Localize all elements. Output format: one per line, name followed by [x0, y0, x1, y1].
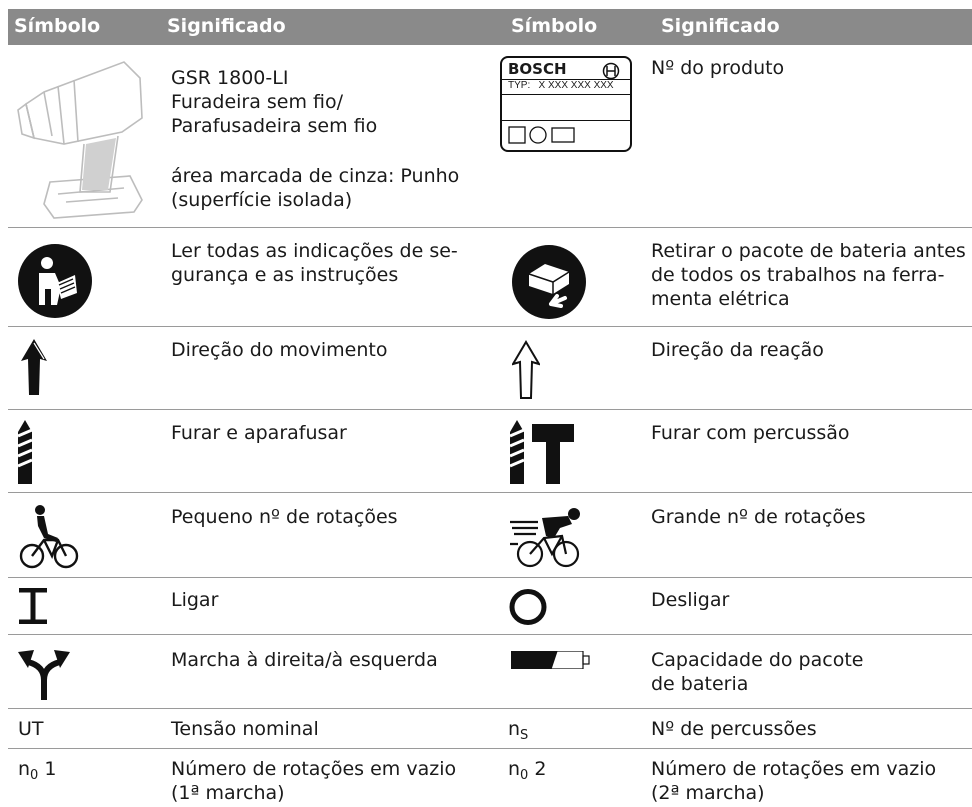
- remove-battery-icon: [512, 245, 586, 319]
- cell-meaning: Direção do movimento: [171, 339, 388, 361]
- cell-symbol: UT: [18, 718, 44, 740]
- cell-meaning: Furar com percussão: [651, 422, 850, 444]
- cell-meaning: Capacidade do pacote: [651, 649, 864, 671]
- row-divider: [8, 634, 972, 635]
- cell-meaning: Furar e aparafusar: [171, 422, 347, 444]
- cell-meaning: Marcha à direita/à esquerda: [171, 649, 438, 671]
- cell-meaning: Ligar: [171, 589, 219, 611]
- cell-meaning: Tensão nominal: [171, 718, 319, 740]
- cell-meaning: Grande nº de rotações: [651, 506, 866, 528]
- cell-meaning: Furadeira sem fio/: [171, 91, 344, 113]
- cell-meaning: (superfície isolada): [171, 189, 353, 211]
- row-divider: [8, 409, 972, 410]
- cell-meaning: Nº do produto: [651, 57, 785, 79]
- drill-bit-icon: [17, 420, 33, 484]
- row-divider: [8, 492, 972, 493]
- cell-meaning: Número de rotações em vazio: [171, 758, 457, 780]
- cell-meaning: área marcada de cinza: Punho: [171, 165, 460, 187]
- label-marks-icon: [508, 126, 575, 144]
- filled-arrow-icon: [21, 339, 47, 395]
- label-brand: BOSCH: [508, 60, 567, 78]
- header-symbol-2: Símbolo: [511, 15, 598, 37]
- on-symbol-icon: [19, 588, 47, 624]
- cell-symbol: n0 1: [18, 758, 57, 783]
- off-symbol-icon: [509, 589, 547, 625]
- cell-meaning: (1ª marcha): [171, 782, 285, 804]
- rotation-direction-icon: [18, 650, 70, 700]
- row-divider: [8, 748, 972, 749]
- fast-cyclist-icon: [510, 508, 580, 568]
- cell-meaning: menta elétrica: [651, 288, 790, 310]
- row-divider: [8, 708, 972, 709]
- cell-meaning: Pequeno nº de rotações: [171, 506, 398, 528]
- label-typ: TYP: X XXX XXX XXX: [508, 80, 614, 91]
- slow-cyclist-icon: [19, 505, 79, 569]
- battery-level-icon: [511, 651, 590, 669]
- cell-meaning: Retirar o pacote de bateria antes: [651, 240, 966, 262]
- cell-meaning: Nº de percussões: [651, 718, 817, 740]
- row-divider: [8, 577, 972, 578]
- cell-symbol: nS: [508, 718, 529, 743]
- cell-symbol: n0 2: [508, 758, 547, 783]
- product-label-icon: BOSCH TYP: X XXX XXX XXX: [500, 56, 632, 152]
- cell-meaning: Direção da reação: [651, 339, 824, 361]
- cell-meaning: Desligar: [651, 589, 730, 611]
- header-meaning-1: Significado: [167, 15, 286, 37]
- header-meaning-2: Significado: [661, 15, 780, 37]
- cell-meaning: Parafusadeira sem fio: [171, 115, 378, 137]
- row-divider: [8, 227, 972, 228]
- drill-bit-hammer-icon: [509, 420, 574, 484]
- cell-meaning: de todos os trabalhos na ferra-: [651, 264, 945, 286]
- cell-meaning: gurança e as instruções: [171, 264, 399, 286]
- drill-image: [17, 61, 143, 219]
- bosch-logo-icon: [602, 62, 620, 80]
- table-header: Símbolo Significado Símbolo Significado: [8, 9, 972, 45]
- cell-meaning: Número de rotações em vazio: [651, 758, 937, 780]
- header-symbol-1: Símbolo: [14, 15, 101, 37]
- read-manual-icon: [18, 244, 92, 318]
- outline-arrow-icon: [512, 340, 540, 399]
- cell-meaning: de bateria: [651, 673, 749, 695]
- row-divider: [8, 326, 972, 327]
- cell-meaning: Ler todas as indicações de se-: [171, 240, 458, 262]
- cell-meaning: (2ª marcha): [651, 782, 765, 804]
- cell-meaning: GSR 1800-LI: [171, 67, 289, 89]
